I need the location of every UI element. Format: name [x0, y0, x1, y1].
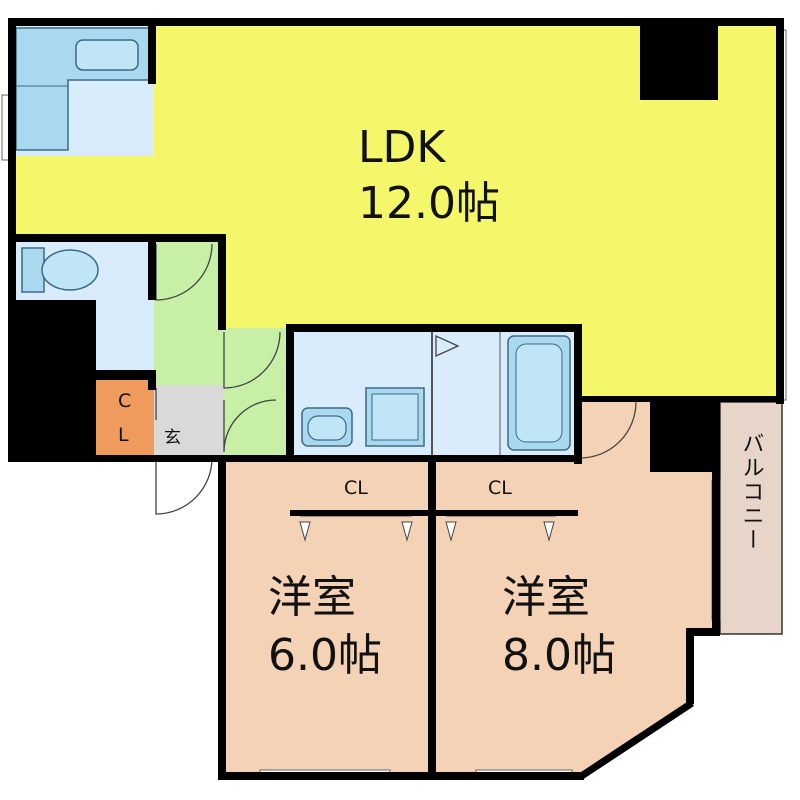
washing-machine-drum: [371, 393, 419, 441]
kitchen-sink-icon: [75, 39, 139, 71]
western-room-1-name: 洋室: [268, 572, 356, 623]
entrance-floor: [154, 385, 224, 455]
balcony-floor: [719, 401, 783, 635]
closet-right-label: CL: [488, 477, 512, 499]
western-room-2-size: 8.0帖: [502, 630, 616, 681]
walls: [8, 18, 784, 780]
toilet-tank-icon: [21, 247, 45, 293]
western-room-2-name: 洋室: [502, 572, 590, 623]
ldk-name: LDK: [358, 122, 446, 173]
bathtub-inner: [515, 343, 563, 443]
entrance-label: 玄: [164, 428, 181, 448]
toilet-bowl-icon: [41, 249, 99, 291]
western-room-1-size: 6.0帖: [268, 630, 382, 681]
ldk-size: 12.0帖: [358, 178, 500, 229]
closet-left-label-2: L: [118, 424, 129, 446]
ldk-floor: [10, 22, 778, 400]
closet-left-floor: [96, 380, 154, 455]
western-room-2-floor: [436, 400, 712, 776]
washbasin-bowl-icon: [307, 415, 347, 441]
closet-mid-label: CL: [344, 477, 368, 499]
balcony-label: バルコニー: [739, 432, 764, 552]
closet-left-label-1: C: [118, 390, 131, 412]
door-swings: [155, 243, 637, 515]
